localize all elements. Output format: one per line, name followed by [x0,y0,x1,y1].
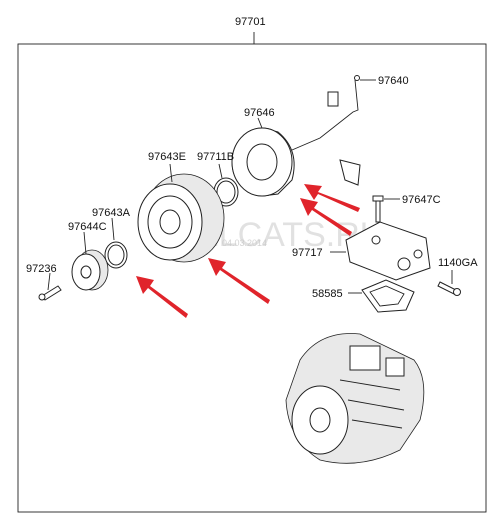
hub-bolt [38,285,62,301]
clutch-hub [71,249,109,291]
watermark-date: 04.03.2014 [222,238,267,248]
pulley [137,173,225,263]
gasket [361,279,415,313]
label-97647C: 97647C [402,194,441,206]
arrow-ring [136,276,188,318]
label-97236: 97236 [26,263,57,275]
thermal-switch-wire [291,75,361,186]
arrow-bracket [300,198,352,236]
highlight-arrows [136,184,360,318]
field-coil [231,127,295,197]
assembly-label: 97701 [235,16,266,28]
label-97640: 97640 [378,75,409,87]
label-97643A: 97643A [92,207,131,219]
mounting-bracket [345,221,431,281]
label-97644C: 97644C [68,221,107,233]
arrow-pulley [208,258,270,304]
label-58585: 58585 [312,288,343,300]
compressor-body [285,333,425,464]
label-97646: 97646 [244,107,275,119]
snap-ring-pulley [104,241,128,269]
label-1140GA: 1140GA [438,257,478,269]
label-97643E: 97643E [148,151,186,163]
label-97711B: 97711B [197,151,234,163]
label-97717: 97717 [292,247,323,259]
bracket-side-bolt [437,281,461,296]
arrow-coil [304,184,360,212]
diagram-frame [17,43,487,513]
